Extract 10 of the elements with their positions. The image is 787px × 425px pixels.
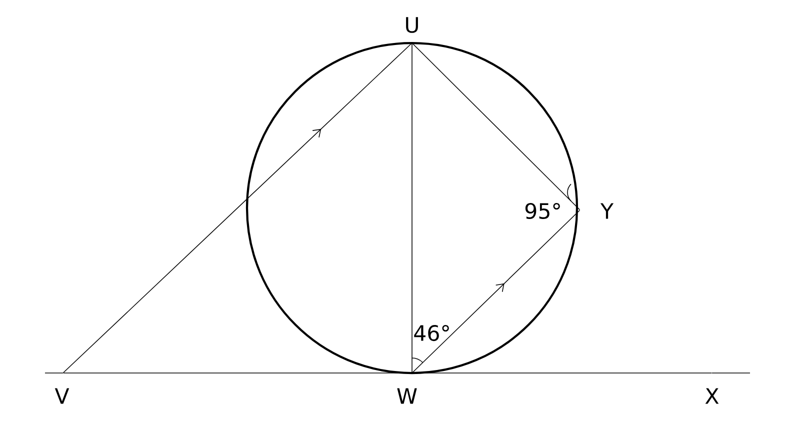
line-segment: [412, 372, 712, 374]
angle-label: 95°: [525, 202, 560, 220]
point-label: X: [705, 388, 719, 404]
line-segment: [62, 372, 412, 374]
point-label: W: [397, 388, 417, 404]
angle-label: 46°: [414, 324, 449, 342]
point-label: Y: [600, 203, 614, 219]
point-label: V: [54, 388, 70, 404]
point-label: U: [406, 17, 418, 33]
line-segment: [412, 42, 580, 210]
